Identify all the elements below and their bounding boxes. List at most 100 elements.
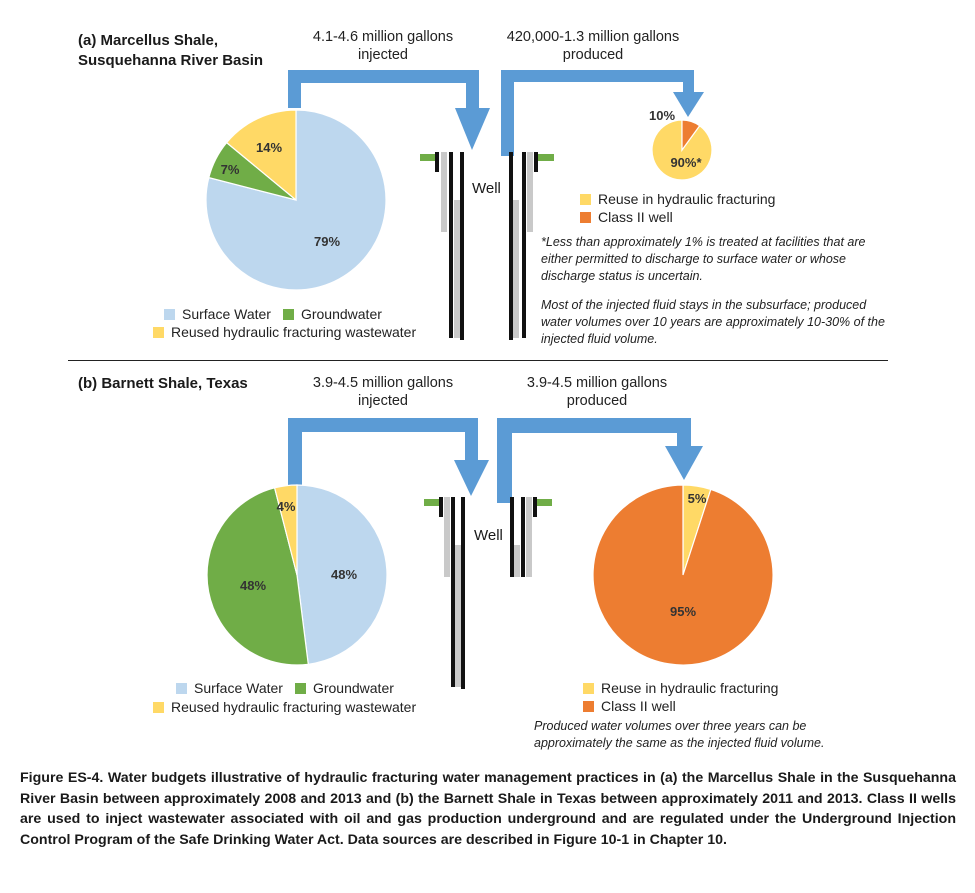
- panel-a-well-label: Well: [472, 180, 501, 197]
- legend-label-surface-water: Surface Water: [182, 306, 271, 322]
- pie-data-label: 7%: [221, 162, 240, 177]
- arrow-a-injected-drop: [466, 70, 479, 110]
- pie-data-label: 79%: [314, 234, 340, 249]
- well-b-casing-right: [526, 497, 532, 577]
- well-b: [424, 497, 552, 689]
- pie-slice-reused-hydraulic-fracturing-wastewater: [273, 484, 298, 576]
- arrow-b-injected-head: [454, 460, 489, 496]
- well-a-collar-left: [435, 152, 439, 172]
- legend-label-groundwater: Groundwater: [312, 680, 394, 696]
- arrow-b-injected-drop: [465, 418, 478, 462]
- pie-data-label: 5%: [688, 491, 707, 506]
- well-a-pipe-right-inner: [509, 152, 513, 340]
- figure-caption: Figure ES-4. Water budgets illustrative …: [20, 770, 956, 848]
- panel-a-produced-label: 420,000-1.3 million gallons produced: [478, 28, 708, 64]
- panel-a-note-treatment: *Less than approximately 1% is treated a…: [541, 235, 866, 283]
- pie-a-wastewater-fate: 90%* 10%: [649, 108, 713, 181]
- legend-swatch-groundwater: [294, 683, 306, 694]
- well-b-liner-left: [455, 545, 461, 687]
- pie-data-label: 48%: [331, 567, 357, 582]
- pie-data-label: 90%*: [670, 155, 702, 170]
- pie-data-label: 14%: [256, 140, 282, 155]
- legend-label-class-ii: Class II well: [598, 209, 673, 225]
- well-a-casing-left: [441, 152, 447, 232]
- legend-swatch-reuse: [580, 194, 591, 205]
- well-b-pipe-left-inner: [461, 497, 465, 689]
- legend-label-reused: Reused hydraulic fracturing wastewater: [171, 324, 417, 340]
- arrow-b-injected: [288, 418, 489, 496]
- panel-b-fate-legend-class-ii: Class II well: [583, 697, 676, 715]
- panel-b-injected-amount: 3.9-4.5 million gallons: [312, 375, 454, 391]
- pie-a-water-sources: 79% 7% 14%: [205, 109, 387, 291]
- well-a: [420, 152, 554, 340]
- panel-a-title: (a) Marcellus Shale, Susquehanna River B…: [78, 31, 263, 71]
- well-a-pipe-left-outer: [449, 152, 453, 338]
- legend-swatch-surface-water: [176, 683, 187, 694]
- arrow-b-produced: [497, 418, 703, 503]
- legend-swatch-groundwater: [282, 309, 294, 320]
- arrow-b-produced-top: [497, 418, 687, 433]
- well-b-ground-right: [534, 499, 552, 506]
- arrow-b-produced-stem: [497, 418, 512, 503]
- panel-b-produced-amount: 3.9-4.5 million gallons: [526, 375, 668, 391]
- well-a-liner-left: [454, 200, 460, 338]
- pie-b-wastewater-fate: 5%95%: [592, 484, 774, 666]
- panel-b-injected-label: 3.9-4.5 million gallons injected: [268, 374, 498, 410]
- legend-label-class-ii: Class II well: [601, 698, 676, 714]
- panel-b-injected-word: injected: [358, 393, 408, 409]
- well-a-liner-right: [513, 200, 519, 338]
- legend-swatch-class-ii: [583, 701, 594, 712]
- arrow-a-produced-top: [501, 70, 691, 82]
- pie-slice-groundwater: [206, 487, 309, 666]
- pie-slice-surface-water: [296, 484, 388, 665]
- panel-a-injected-amount: 4.1-4.6 million gallons: [312, 29, 454, 45]
- well-b-pipe-right-inner: [510, 497, 514, 577]
- well-a-casing-right: [527, 152, 533, 232]
- panel-a-title-line1: (a) Marcellus Shale,: [78, 32, 219, 49]
- pie-data-label: 48%: [240, 578, 266, 593]
- panel-b-well-label: Well: [474, 527, 503, 544]
- well-b-liner-right: [514, 545, 520, 577]
- arrow-a-injected: [288, 70, 490, 150]
- well-b-casing-left: [444, 497, 450, 577]
- well-a-collar-right: [534, 152, 538, 172]
- panel-a-note-produced-volume: Most of the injected fluid stays in the …: [541, 298, 885, 346]
- arrow-a-produced-head: [673, 92, 704, 117]
- well-b-pipe-right-outer: [521, 497, 525, 577]
- arrow-a-produced: [501, 70, 704, 156]
- panel-b-produced-word: produced: [566, 393, 628, 409]
- arrow-a-produced-stem: [501, 70, 514, 156]
- well-b-collar-right: [533, 497, 537, 517]
- legend-label-groundwater: Groundwater: [300, 306, 382, 322]
- pie-slice-class-ii-well: [681, 119, 701, 152]
- arrow-a-injected-top: [288, 70, 472, 83]
- well-b-ground-left: [424, 499, 442, 506]
- legend-label-reuse: Reuse in hydraulic fracturing: [601, 680, 779, 696]
- panel-b-note-produced-volume: Produced water volumes over three years …: [534, 719, 825, 750]
- arrow-b-injected-top: [288, 418, 472, 432]
- legend-swatch-class-ii: [580, 212, 591, 223]
- panel-b-fate-legend-reuse: Reuse in hydraulic fracturing: [583, 679, 778, 697]
- panel-b-produced-label: 3.9-4.5 million gallons produced: [482, 374, 712, 410]
- panel-b-source-legend-row2: Reused hydraulic fracturing wastewater: [153, 698, 416, 716]
- pie-slice-class-ii-well: [592, 484, 774, 666]
- arrow-b-produced-drop: [677, 418, 691, 448]
- panel-a-title-line2: Susquehanna River Basin: [78, 52, 264, 69]
- arrow-b-produced-head: [665, 446, 703, 480]
- pie-slice-reused-hydraulic-fracturing-wastewater: [225, 109, 297, 202]
- legend-swatch-reused: [153, 702, 164, 713]
- well-a-pipe-right-outer: [522, 152, 526, 338]
- pie-data-label: 10%: [649, 108, 675, 123]
- panel-a-fate-legend-class-ii: Class II well: [580, 208, 673, 226]
- panel-a-produced-word: produced: [562, 47, 624, 63]
- legend-label-surface-water: Surface Water: [194, 680, 283, 696]
- panel-b-title: (b) Barnett Shale, Texas: [78, 375, 248, 392]
- well-a-pipe-left-inner: [460, 152, 464, 340]
- well-b-pipe-left-outer: [451, 497, 455, 687]
- panel-divider: [68, 360, 888, 361]
- legend-label-reuse: Reuse in hydraulic fracturing: [598, 191, 776, 207]
- panel-a-injected-word: injected: [358, 47, 408, 63]
- legend-label-reused: Reused hydraulic fracturing wastewater: [171, 699, 417, 715]
- arrow-b-injected-stem: [288, 418, 302, 493]
